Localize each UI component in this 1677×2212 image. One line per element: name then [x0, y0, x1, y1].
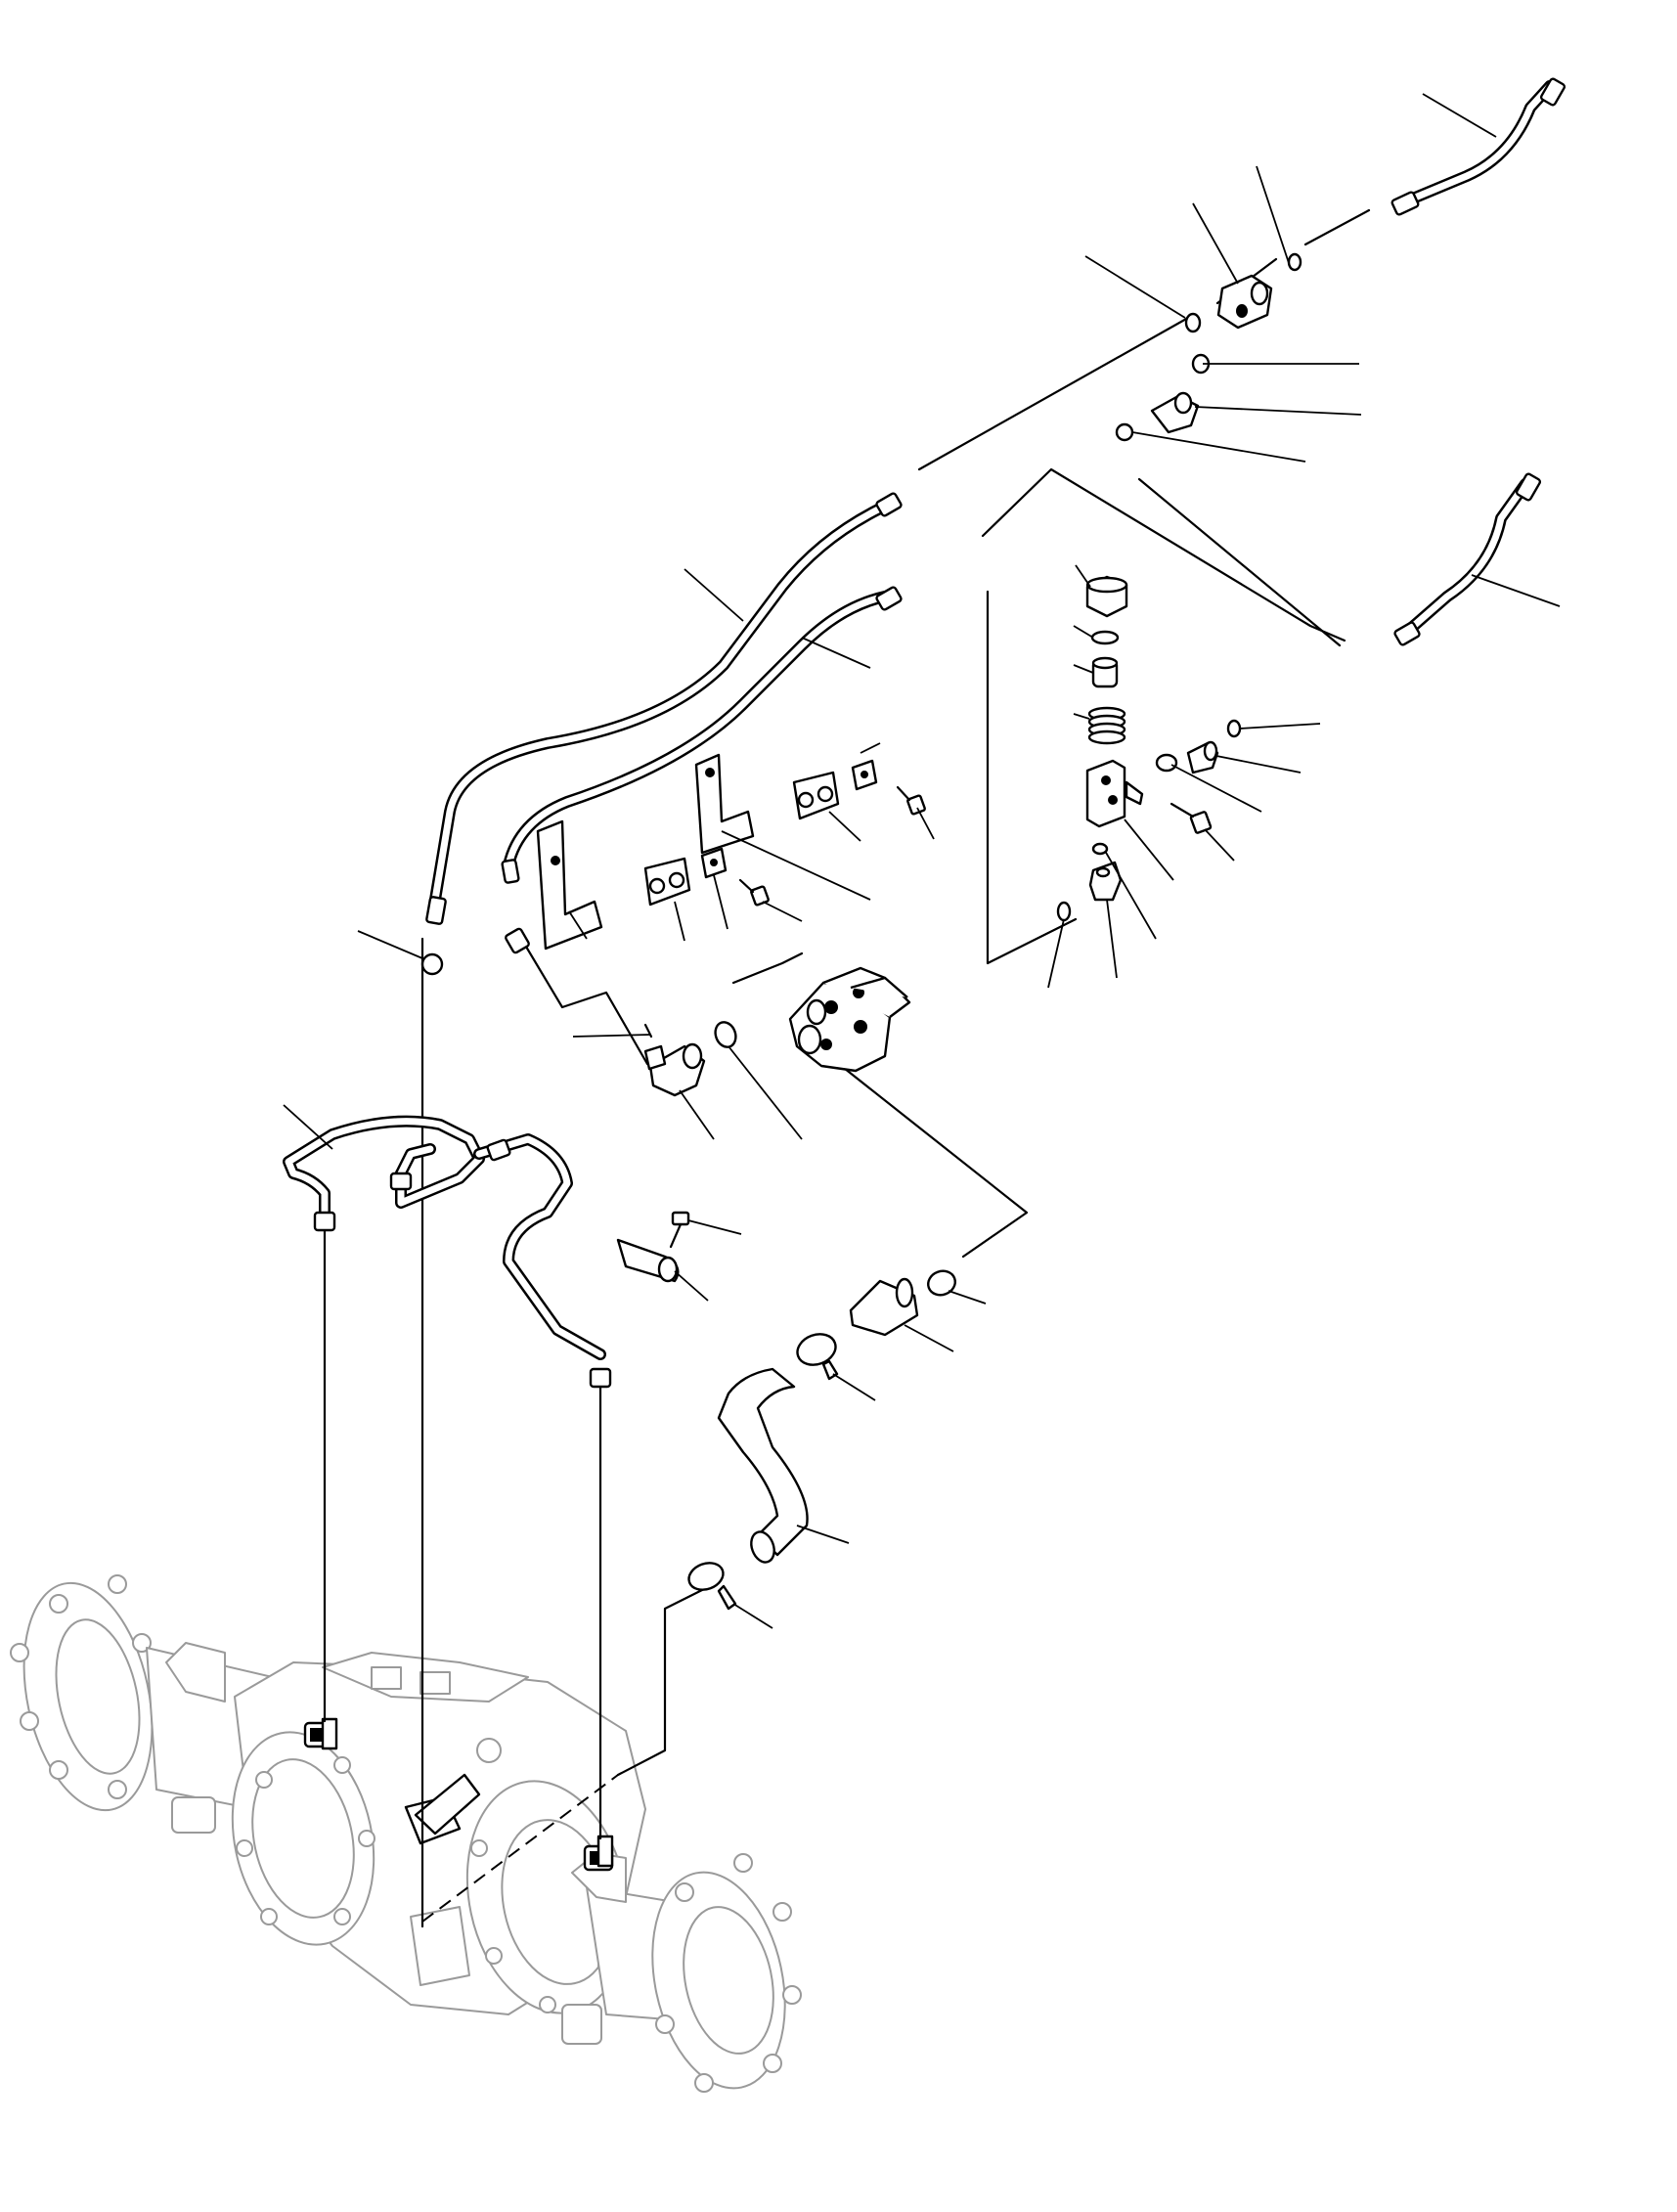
valve-block: [1085, 759, 1126, 828]
suction-o-ring: [927, 1269, 956, 1297]
gear-pump: [788, 966, 911, 1073]
top-right-hose: [1402, 80, 1556, 206]
hose-clamp-lower: [687, 1562, 737, 1611]
connector-seal: [1115, 422, 1134, 442]
bolt-right: [896, 785, 926, 816]
bracket-plate-left: [700, 847, 728, 879]
block-elbow-fitting: [1088, 861, 1123, 902]
block-o-ring-upper: [1226, 719, 1242, 738]
clamp-block-right: [792, 771, 840, 820]
housing-elbow-fitting-left: [303, 1717, 338, 1750]
clamp-block-left: [643, 857, 691, 907]
block-side-adapter: [1186, 740, 1219, 774]
leader-lines: [283, 93, 1561, 1629]
top-connector: [1216, 274, 1273, 330]
valve-cap: [1085, 575, 1128, 618]
block-mount-plate: [1125, 780, 1144, 806]
valve-spring: [1087, 706, 1126, 745]
block-o-ring-side: [1155, 753, 1178, 773]
bracket-left: [536, 819, 603, 951]
clamp-bolt: [669, 1211, 690, 1249]
assembly-center-lines: [323, 208, 1371, 1928]
valve-o-ring: [1090, 630, 1120, 645]
tube-clamp: [616, 1238, 680, 1283]
hose-clamp-upper: [796, 1333, 839, 1381]
block-bolt: [1169, 802, 1213, 834]
hose-fittings: [425, 77, 1567, 954]
axle-housing: [10, 1574, 802, 2093]
suction-hose: [717, 1367, 809, 1564]
long-upper-hose: [429, 503, 886, 906]
connector-adapter: [1150, 391, 1200, 434]
pump-elbow-connector: [643, 1042, 706, 1097]
suction-adapter: [849, 1277, 919, 1337]
pump-o-ring: [714, 1021, 737, 1048]
block-seal-washer: [1056, 901, 1072, 922]
valve-poppet: [1091, 656, 1119, 688]
housing-elbow-fitting-right: [583, 1835, 614, 1872]
block-o-ring-lower: [1091, 842, 1109, 856]
bolt-left: [738, 878, 770, 907]
right-block-hose: [1402, 478, 1531, 637]
bracket-plate-right: [851, 759, 878, 791]
long-lower-hose: [503, 591, 891, 871]
steel-tube-assembly: [283, 1115, 612, 1389]
suction-port-flange: [404, 1773, 481, 1845]
bracket-right: [694, 753, 755, 855]
top-o-ring-left: [1184, 312, 1202, 333]
